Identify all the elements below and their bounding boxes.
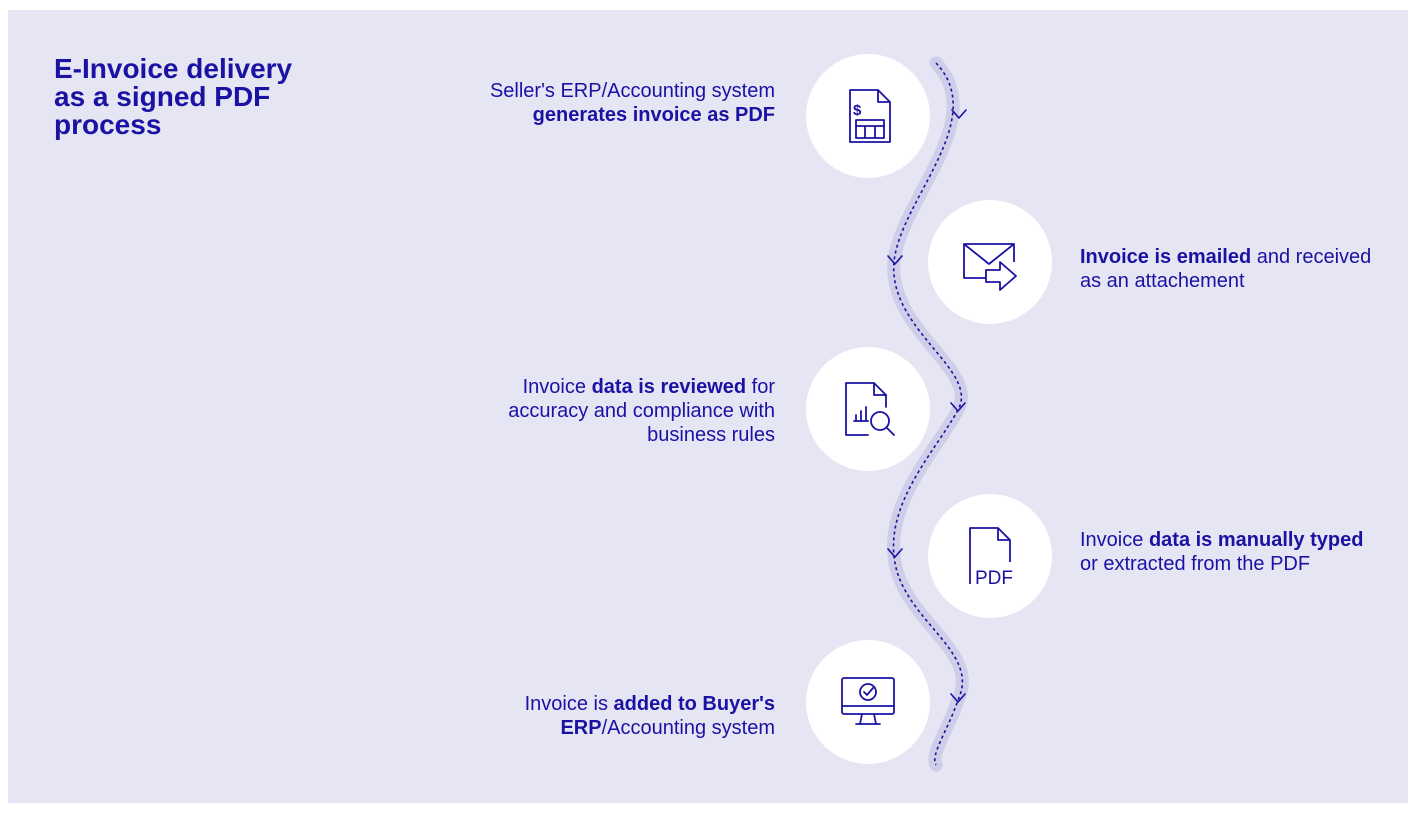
step-5-text-part-3: /Accounting system [601,717,775,739]
step-3-text-part-2: data is reviewed [591,376,747,398]
diagram-panel [8,10,1408,803]
flow-arrow-2 [887,255,903,265]
step-5-text-part-2: added to Buyer's ERP [560,693,775,739]
title-line-2: as a signed PDF [54,81,271,112]
invoice-document-icon: $ [849,89,891,143]
title-line-1: E-Invoice delivery [54,53,293,84]
pdf-icon-label: PDF [975,568,1013,589]
monitor-check-icon [841,677,895,725]
title-line-3: process [54,109,162,140]
step-3-node [806,347,930,471]
flow-arrow-5 [950,693,966,703]
step-3-text-part-1: Invoice [522,376,592,398]
flow-arrow-4 [887,548,903,558]
step-5-text: Invoice is added to Buyer's ERP/Accounti… [455,692,775,740]
email-send-icon [963,243,1017,291]
flow-arrow-3 [950,402,966,412]
step-4-node: PDF [928,494,1052,618]
step-2-text: Invoice is emailed and received as an at… [1080,245,1380,293]
step-2-text-part-2: and received as an attachement [1080,246,1372,292]
document-search-icon [845,382,895,436]
step-3-text: Invoice data is reviewed for accuracy an… [455,375,775,447]
step-3-text-part-3: for accuracy and compliance with busines… [508,376,775,446]
flow-arrow-1 [951,109,967,119]
step-5-text-part-1: Invoice is [524,693,614,715]
step-2-node [928,200,1052,324]
step-4-text-part-2: data is manually typed [1148,529,1364,551]
step-2-text-part-1: Invoice is emailed [1080,246,1252,268]
step-1-text: Seller's ERP/Accounting system generates… [455,79,775,127]
step-5-node [806,640,930,764]
step-1-text-part-2: system [706,80,775,102]
page-title: E-Invoice delivery as a signed PDF proce… [54,55,354,139]
step-1-text-part-3: generates invoice as PDF [532,104,775,126]
step-4-text-part-3: or extracted from the PDF [1080,553,1311,575]
step-4-text-part-1: Invoice [1080,529,1149,551]
svg-text:$: $ [853,102,862,119]
step-1-text-part-1: Seller's ERP/Accounting [489,80,707,102]
pdf-file-icon: PDF [969,527,1013,589]
step-1-node: $ [806,54,930,178]
step-4-text: Invoice data is manually typed or extrac… [1080,528,1380,576]
